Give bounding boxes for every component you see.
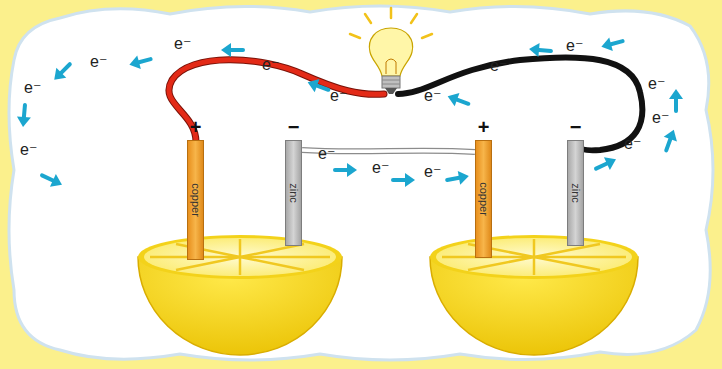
electron-label: e⁻ xyxy=(624,136,641,152)
electron-arrow xyxy=(669,89,683,111)
electron-label: e⁻ xyxy=(648,76,665,92)
metal-name: zinc xyxy=(288,183,300,203)
electron-arrow xyxy=(660,127,681,152)
electron-label: e⁻ xyxy=(490,58,507,74)
zinc-electrode: −zinc xyxy=(285,140,302,246)
electron-arrow xyxy=(128,52,153,71)
electron-label: e⁻ xyxy=(318,146,335,162)
electron-label: e⁻ xyxy=(174,36,191,52)
electron-label: e⁻ xyxy=(652,110,669,126)
zinc-electrode: −zinc xyxy=(567,140,584,246)
light-bulb xyxy=(350,8,432,94)
copper-electrode: +copper xyxy=(187,140,204,260)
cloud-background xyxy=(9,6,713,360)
polarity-sign: − xyxy=(570,116,582,139)
copper-electrode: +copper xyxy=(475,140,492,258)
electron-arrow xyxy=(16,104,32,127)
metal-name: copper xyxy=(190,183,202,217)
electron-arrow xyxy=(221,43,243,57)
polarity-sign: − xyxy=(288,116,300,139)
lemon-half xyxy=(430,235,638,355)
electron-label: e⁻ xyxy=(424,164,441,180)
electron-arrow xyxy=(446,169,470,187)
electron-arrow xyxy=(393,173,415,187)
electron-label: e⁻ xyxy=(566,38,583,54)
metal-name: zinc xyxy=(570,183,582,203)
electron-label: e⁻ xyxy=(262,57,279,73)
electron-label: e⁻ xyxy=(372,160,389,176)
electron-arrow xyxy=(305,76,330,97)
polarity-sign: + xyxy=(190,116,202,139)
lemon-half xyxy=(138,235,342,355)
electron-arrow xyxy=(335,163,357,177)
electron-arrow xyxy=(528,42,551,58)
electron-label: e⁻ xyxy=(24,80,41,96)
electron-arrow xyxy=(445,90,470,111)
electron-arrow xyxy=(49,59,74,84)
electron-arrow xyxy=(600,34,625,53)
polarity-sign: + xyxy=(478,116,490,139)
metal-name: copper xyxy=(478,182,490,216)
electron-label: e⁻ xyxy=(424,88,441,104)
electron-label: e⁻ xyxy=(330,88,347,104)
electron-label: e⁻ xyxy=(90,54,107,70)
electron-arrow xyxy=(39,169,65,191)
electron-arrow xyxy=(593,153,619,175)
black-wire xyxy=(398,57,642,150)
electron-label: e⁻ xyxy=(20,142,37,158)
